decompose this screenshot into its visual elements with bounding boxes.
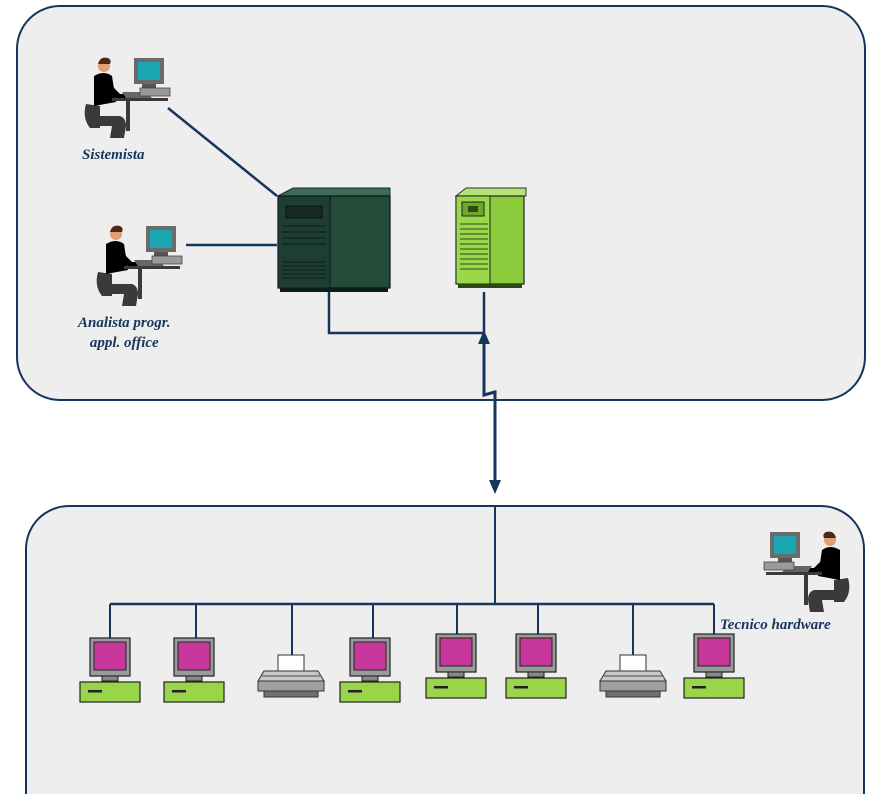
tecnico-workstation-icon	[764, 532, 849, 612]
label-analista: Analista progr. appl. office	[78, 313, 171, 353]
link-sistemista-mainframe	[167, 107, 278, 197]
terminal-icon	[79, 637, 141, 703]
terminal-icon	[683, 633, 745, 699]
wan-link-icon	[482, 338, 497, 488]
link-mainframe-server	[327, 290, 486, 335]
sistemista-workstation-icon	[84, 57, 171, 139]
terminal-icon	[505, 633, 567, 699]
printer-icon	[599, 654, 667, 698]
label-tecnico: Tecnico hardware	[720, 617, 831, 633]
terminal-icon	[163, 637, 225, 703]
label-analista-line2: appl. office	[89, 335, 159, 351]
label-analista-line1: Analista progr.	[78, 315, 171, 331]
arrow-up-icon	[478, 330, 490, 344]
arrow-down-icon	[489, 480, 501, 494]
terminal-icon	[339, 637, 401, 703]
terminal-icon	[425, 633, 487, 699]
printer-icon	[257, 654, 325, 698]
bus-drops	[109, 604, 715, 655]
analista-workstation-icon	[96, 225, 183, 307]
mainframe-server-icon	[277, 187, 391, 292]
label-sistemista: Sistemista	[82, 147, 145, 163]
server-tower-icon	[454, 187, 527, 288]
